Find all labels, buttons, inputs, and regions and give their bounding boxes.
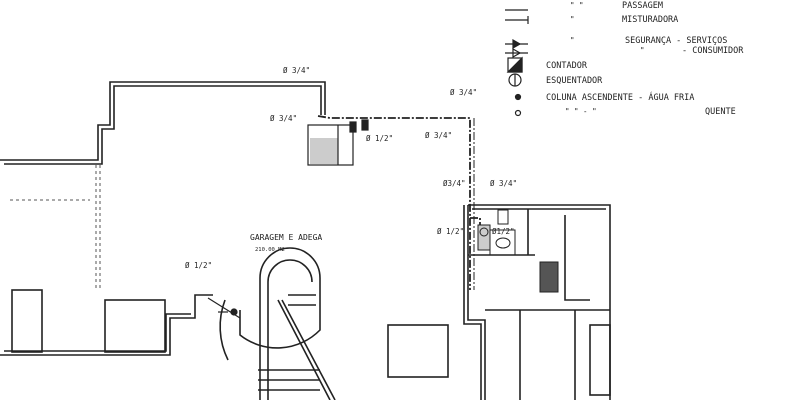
legend-consumidor: - CONSUMIDOR (682, 46, 744, 56)
pipe-label-box-right: Ø 1/2" (366, 134, 393, 143)
meter-box (307, 119, 369, 166)
pipe-label-left-of-box: Ø 3/4" (270, 114, 297, 123)
stair-pipe-marker (207, 297, 241, 319)
legend-coluna-fria: COLUNA ASCENDENTE - ÁGUA FRIA (546, 91, 694, 103)
storage-block (104, 299, 166, 353)
outer-wall (0, 81, 326, 161)
bath-partition (468, 209, 590, 301)
legend-passagem: PASSAGEM (622, 1, 663, 11)
room-partition (485, 309, 610, 400)
pipe-label-main-mid: Ø 3/4" (425, 131, 452, 140)
legend-misturadora-mark: " (570, 15, 575, 24)
legend-symbols (505, 9, 529, 117)
pipe-label-stair: Ø 1/2" (185, 261, 212, 270)
right-wall-inner (463, 205, 482, 400)
legend-misturadora: MISTURADORA (622, 15, 678, 25)
legend-consumidor-mark: " (640, 46, 645, 55)
bottom-left-wall-inner (4, 313, 191, 352)
pipe-label-vertical-left: Ø3/4" (443, 179, 466, 188)
pipe-label-vertical-right: Ø 3/4" (490, 179, 517, 188)
pipe-label-top-left: Ø 3/4" (283, 66, 310, 75)
left-storage-block (11, 289, 43, 353)
storage-block-right (387, 324, 449, 378)
pipe-label-main-top: Ø 3/4" (450, 88, 477, 97)
bath-fixtures (477, 209, 559, 293)
right-storage-block (589, 324, 611, 396)
legend-seguranca-mark: " (570, 36, 575, 45)
legend-contador: CONTADOR (546, 61, 588, 71)
room-name: GARAGEM E ADEGA (250, 233, 322, 242)
room-area: 210.00 M2 (255, 247, 285, 253)
pipe-label-bath-right: Ø1/2" (492, 227, 515, 236)
legend-esquentador: ESQUENTADOR (546, 76, 603, 86)
legend-coluna-quente-marks: " " - " (565, 107, 597, 116)
bottom-left-wall (0, 294, 213, 356)
pipe-label-bath-left: Ø 1/2" (437, 227, 464, 236)
stair-core (219, 247, 336, 400)
legend-seguranca: SEGURANÇA - SERVIÇOS (625, 36, 727, 46)
legend-passagem-mark: " " (570, 1, 584, 10)
right-wall (467, 205, 486, 400)
outer-wall-inner-line (4, 85, 322, 165)
legend-coluna-quente: QUENTE (705, 107, 736, 117)
